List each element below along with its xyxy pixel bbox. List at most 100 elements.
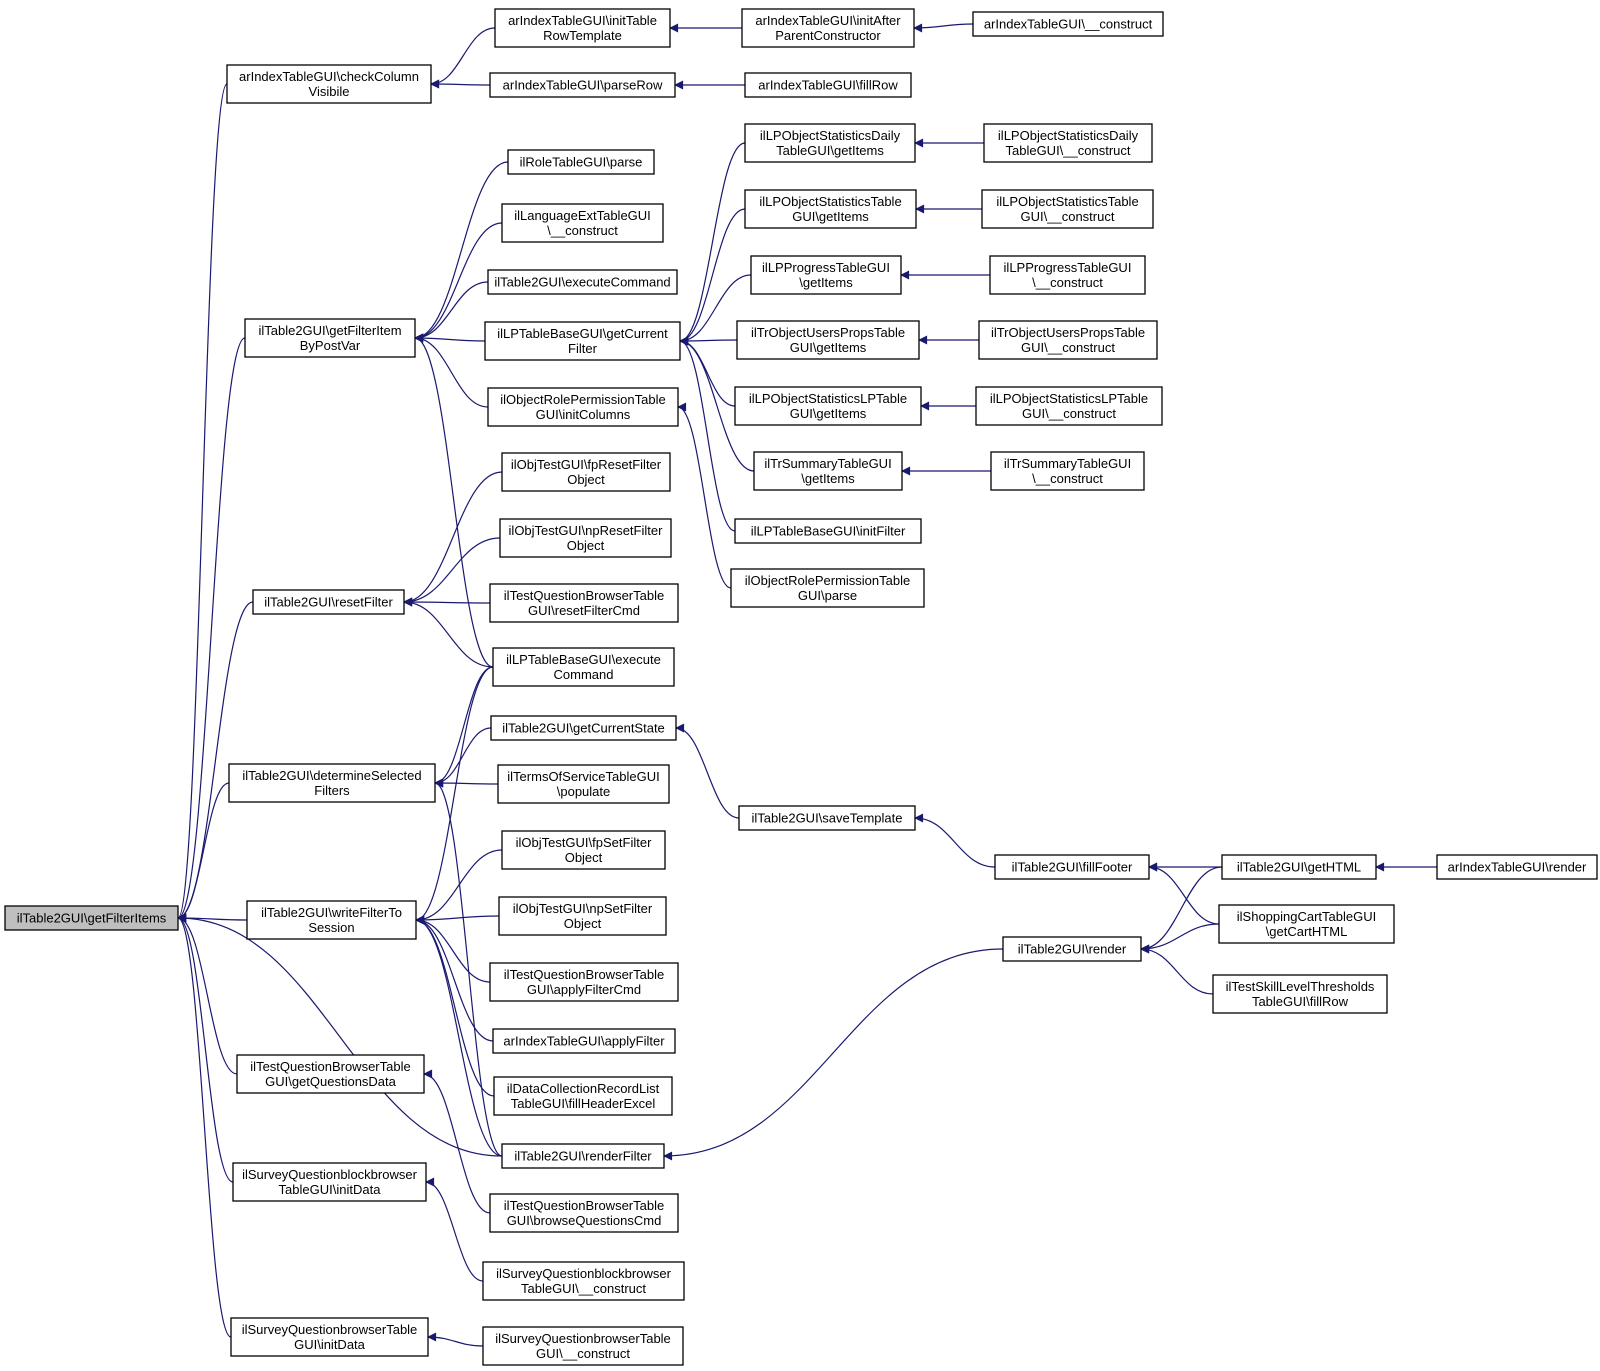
- node-box: [487, 387, 679, 427]
- node-label-line: Visibile: [309, 84, 350, 99]
- function-node[interactable]: ilRoleTableGUI\parse: [507, 149, 655, 175]
- call-edge-n15-to-n2: [414, 333, 489, 408]
- function-node[interactable]: ilDataCollectionRecordListTableGUI\fillH…: [493, 1076, 673, 1116]
- function-node[interactable]: arIndexTableGUI\applyFilter: [492, 1028, 676, 1054]
- function-node[interactable]: ilTable2GUI\getCurrentState: [490, 715, 677, 741]
- call-edge-n19-to-n4: [434, 666, 494, 788]
- function-node[interactable]: ilShoppingCartTableGUI\getCartHTML: [1218, 904, 1395, 944]
- function-node[interactable]: ilLPTableBaseGUI\initFilter: [734, 518, 922, 544]
- function-node[interactable]: ilTermsOfServiceTableGUI\populate: [497, 764, 670, 804]
- node-box: [734, 386, 922, 426]
- call-edge-n21-to-n4: [434, 778, 499, 788]
- function-node[interactable]: arIndexTableGUI\render: [1436, 854, 1598, 880]
- function-node[interactable]: ilTestQuestionBrowserTableGUI\browseQues…: [489, 1193, 679, 1233]
- node-label-line: Object: [565, 850, 603, 865]
- node-box: [492, 1028, 676, 1054]
- node-box: [1212, 974, 1388, 1014]
- node-label-line: ilTable2GUI\determineSelected: [242, 768, 421, 783]
- function-node[interactable]: ilLanguageExtTableGUI\__construct: [501, 203, 664, 243]
- call-edge-n25-to-n5: [415, 915, 494, 1042]
- node-box: [507, 149, 655, 175]
- function-node[interactable]: ilTrSummaryTableGUI\__construct: [990, 451, 1145, 491]
- node-label-line: ilLPObjectStatisticsLPTable: [990, 391, 1148, 406]
- call-edge-n18-to-n3: [403, 597, 491, 607]
- function-node[interactable]: ilLPProgressTableGUI\getItems: [750, 255, 902, 295]
- function-node[interactable]: ilTestQuestionBrowserTableGUI\resetFilte…: [489, 583, 679, 623]
- node-label-line: arIndexTableGUI\__construct: [984, 17, 1153, 32]
- function-node[interactable]: ilTestSkillLevelThresholdsTableGUI\fillR…: [1212, 974, 1388, 1014]
- node-label-line: ilTable2GUI\getCurrentState: [502, 721, 665, 736]
- function-node[interactable]: ilTable2GUI\getHTML: [1221, 854, 1377, 880]
- node-label-line: ilDataCollectionRecordList: [507, 1081, 660, 1096]
- function-node[interactable]: arIndexTableGUI\initAfterParentConstruct…: [741, 8, 915, 48]
- function-node[interactable]: ilTable2GUI\saveTemplate: [738, 805, 916, 831]
- node-box: [501, 1143, 665, 1169]
- node-label-line: GUI\getItems: [790, 340, 867, 355]
- function-node[interactable]: ilObjectRolePermissionTableGUI\initColum…: [487, 387, 679, 427]
- call-edge-n42-to-n31: [913, 23, 974, 33]
- function-node[interactable]: ilTable2GUI\executeCommand: [487, 269, 678, 295]
- call-edge-n36-to-n14: [679, 336, 738, 346]
- function-node[interactable]: ilTable2GUI\fillFooter: [994, 854, 1150, 880]
- function-node[interactable]: ilTable2GUI\resetFilter: [252, 589, 405, 615]
- function-node[interactable]: ilSurveyQuestionbrowserTableGUI\__constr…: [482, 1326, 684, 1366]
- node-label-line: arIndexTableGUI\render: [1448, 860, 1587, 875]
- node-label-line: TableGUI\__construct: [521, 1281, 646, 1296]
- node-label-line: ilTrObjectUsersPropsTable: [751, 325, 905, 340]
- node-label-line: \__construct: [547, 223, 618, 238]
- function-node[interactable]: ilLPObjectStatisticsDailyTableGUI\__cons…: [983, 123, 1153, 163]
- node-label-line: arIndexTableGUI\checkColumn: [239, 69, 419, 84]
- call-edge-n40-to-n15: [677, 402, 732, 589]
- node-label-line: ilSurveyQuestionblockbrowser: [242, 1167, 418, 1182]
- function-node[interactable]: ilLPTableBaseGUI\executeCommand: [492, 647, 675, 687]
- function-node[interactable]: ilLPProgressTableGUI\__construct: [989, 255, 1146, 295]
- node-label-line: GUI\getItems: [790, 406, 867, 421]
- function-node[interactable]: ilTable2GUI\renderFilter: [501, 1143, 665, 1169]
- root-function-node[interactable]: ilTable2GUI\getFilterItems: [4, 905, 179, 931]
- call-edge-n13-to-n2: [414, 281, 489, 343]
- node-label-line: GUI\getQuestionsData: [265, 1074, 397, 1089]
- function-node[interactable]: ilLPObjectStatisticsDailyTableGUI\getIte…: [744, 123, 916, 163]
- call-edge-n27-to-n4: [434, 778, 503, 1157]
- node-label-line: ilTable2GUI\executeCommand: [494, 275, 670, 290]
- function-node[interactable]: ilTestQuestionBrowserTableGUI\getQuestio…: [236, 1054, 425, 1094]
- node-label-line: ilLanguageExtTableGUI: [514, 208, 651, 223]
- call-edge-n8-to-n0: [177, 913, 232, 1338]
- node-box: [1002, 936, 1142, 962]
- function-node[interactable]: ilTestQuestionBrowserTableGUI\applyFilte…: [489, 962, 679, 1002]
- node-box: [744, 123, 916, 163]
- function-node[interactable]: ilTable2GUI\render: [1002, 936, 1142, 962]
- call-edge-n19-to-n3: [403, 597, 494, 668]
- node-label-line: ilTable2GUI\fillFooter: [1012, 860, 1133, 875]
- function-node[interactable]: ilLPObjectStatisticsLPTableGUI\__constru…: [975, 386, 1163, 426]
- node-box: [981, 189, 1154, 229]
- call-edge-n6-to-n0: [177, 913, 238, 1075]
- call-edge-n11-to-n2: [414, 161, 509, 343]
- function-node[interactable]: arIndexTableGUI\parseRow: [489, 72, 676, 98]
- function-node[interactable]: ilTrSummaryTableGUI\getItems: [753, 451, 903, 491]
- function-node[interactable]: arIndexTableGUI\fillRow: [744, 72, 912, 98]
- node-box: [252, 589, 405, 615]
- function-node[interactable]: ilSurveyQuestionblockbrowserTableGUI\ini…: [232, 1162, 427, 1202]
- call-edge-n39-to-n14: [679, 336, 736, 532]
- function-node[interactable]: ilSurveyQuestionblockbrowserTableGUI\__c…: [482, 1261, 685, 1301]
- node-label-line: ilLPProgressTableGUI: [1004, 260, 1132, 275]
- function-node[interactable]: arIndexTableGUI\__construct: [972, 11, 1164, 37]
